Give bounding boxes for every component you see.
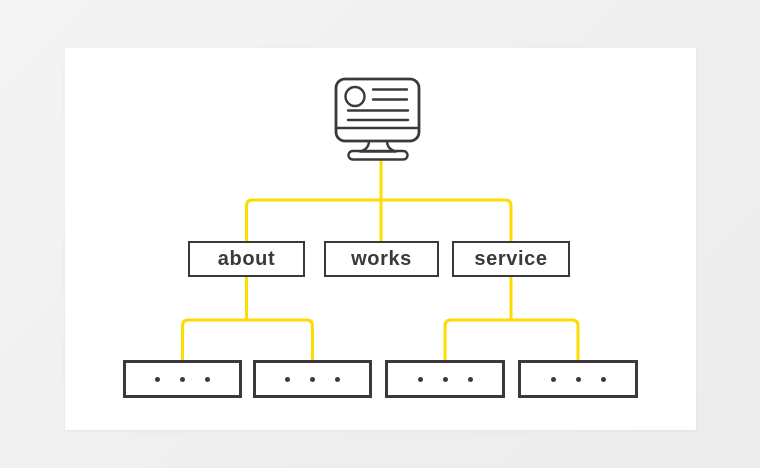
dot-icon bbox=[442, 376, 448, 382]
dot-icon bbox=[335, 376, 340, 382]
dot-icon bbox=[310, 376, 315, 382]
dot-icon bbox=[155, 376, 160, 382]
node-works: works bbox=[324, 241, 439, 277]
dot-icon bbox=[467, 376, 473, 382]
node-about: about bbox=[188, 241, 305, 277]
dot-icon bbox=[205, 376, 210, 382]
dot-icon bbox=[180, 376, 185, 382]
placeholder-node-3 bbox=[385, 360, 505, 398]
node-about-label: about bbox=[217, 247, 276, 270]
placeholder-node-4 bbox=[518, 360, 638, 398]
dot-icon bbox=[285, 376, 290, 382]
dot-icon bbox=[600, 376, 606, 382]
node-service: service bbox=[452, 241, 570, 277]
node-service-label: service bbox=[474, 247, 548, 270]
placeholder-node-2 bbox=[253, 360, 372, 398]
dot-icon bbox=[575, 376, 581, 382]
node-works-label: works bbox=[351, 247, 412, 270]
dot-icon bbox=[550, 376, 556, 382]
placeholder-node-1 bbox=[123, 360, 242, 398]
dot-icon bbox=[417, 376, 423, 382]
